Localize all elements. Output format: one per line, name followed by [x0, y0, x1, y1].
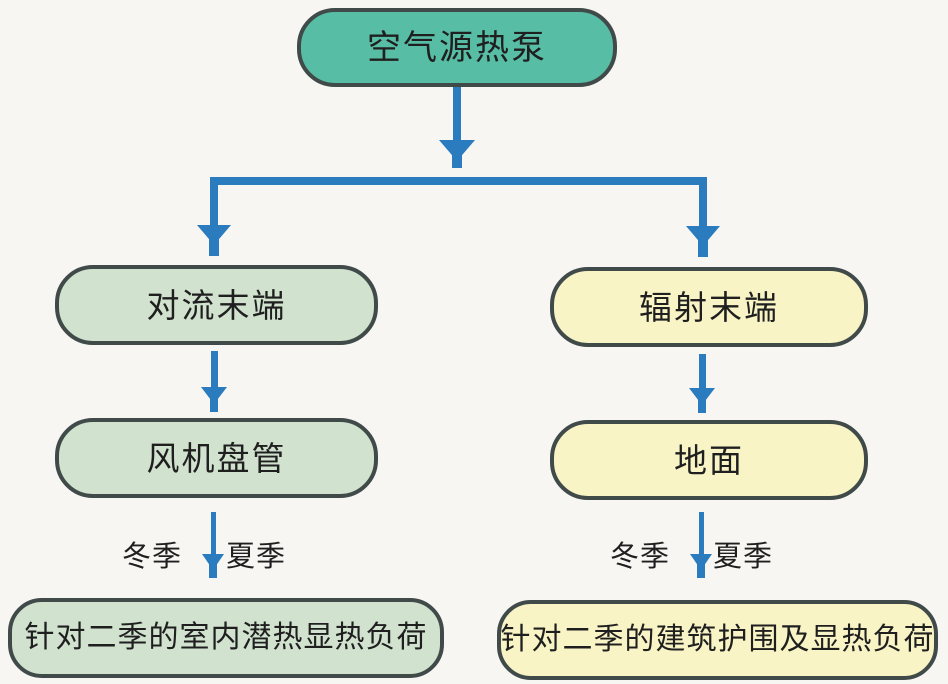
node-radiant-load: 针对二季的建筑护围及显热负荷 — [497, 600, 938, 680]
node-convection-terminal: 对流末端 — [55, 265, 378, 345]
node-label: 对流末端 — [146, 285, 287, 325]
node-fan-coil: 风机盘管 — [55, 418, 378, 498]
node-label: 针对二季的室内潜热显热负荷 — [24, 620, 428, 655]
node-floor: 地面 — [550, 420, 868, 500]
branch-distributor-line — [197, 177, 720, 257]
label-left-winter: 冬季 — [121, 538, 182, 573]
arrow-convection-to-fancoil — [201, 351, 227, 412]
arrow-fancoil-to-load — [202, 512, 224, 578]
label-right-winter: 冬季 — [609, 538, 670, 573]
node-label: 风机盘管 — [146, 438, 287, 478]
node-convection-load: 针对二季的室内潜热显热负荷 — [8, 598, 444, 678]
arrow-root-to-branch — [439, 86, 475, 168]
node-label: 针对二季的建筑护围及显热负荷 — [500, 622, 935, 657]
node-air-source-heat-pump: 空气源热泵 — [297, 8, 617, 87]
arrow-floor-to-load — [690, 512, 712, 578]
node-label: 地面 — [674, 440, 744, 480]
arrow-radiant-to-floor — [689, 354, 715, 413]
node-radiant-terminal: 辐射末端 — [550, 267, 868, 347]
node-label: 空气源热泵 — [367, 27, 547, 68]
node-label: 辐射末端 — [639, 287, 779, 327]
label-left-summer: 夏季 — [225, 538, 286, 573]
label-right-summer: 夏季 — [712, 538, 773, 573]
